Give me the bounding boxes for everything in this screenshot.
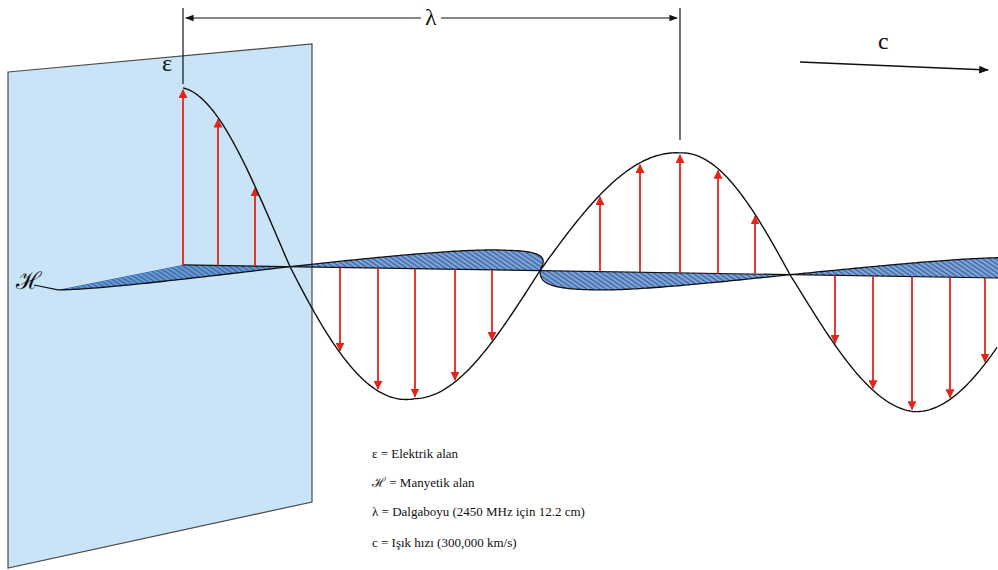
electric-vector: [217, 120, 219, 266]
magnetic-hatch: [503, 262, 543, 270]
magnetic-hatch: [598, 273, 683, 290]
electric-vector: [754, 216, 756, 274]
magnetic-hatch: [521, 266, 542, 270]
electric-vector: [339, 267, 341, 350]
velocity-arrow: [800, 62, 988, 70]
legend-line: c = Işık hızı (300,000 km/s): [372, 536, 517, 551]
electric-vector: [254, 188, 256, 266]
wavefront-plane: [8, 44, 312, 568]
electric-vector: [182, 90, 184, 265]
magnetic-hatch: [515, 265, 543, 271]
electric-vector: [414, 269, 416, 397]
magnetic-field-wave: [34, 250, 998, 290]
electric-field-wave: [183, 88, 997, 412]
electric-vector: [679, 155, 681, 273]
magnetic-hatch: [983, 265, 998, 278]
electric-vector: [949, 277, 951, 397]
magnetic-hatch: [666, 274, 731, 287]
magnetic-hatch: [485, 258, 542, 269]
lambda-tick: [182, 8, 183, 84]
electric-vector: [639, 165, 641, 272]
magnetic-hatch: [77, 265, 197, 289]
magnetic-symbol: ℋ: [16, 268, 41, 296]
electric-vector: [911, 277, 913, 410]
electric-vector: [377, 268, 379, 389]
legend-line: λ = Dalgaboyu (2450 MHz için 12.2 cm): [372, 505, 585, 520]
magnetic-hatch: [509, 263, 543, 270]
electric-curve: [183, 88, 997, 412]
electric-vector: [834, 275, 836, 343]
electric-vector: [491, 270, 493, 340]
magnetic-hatch: [605, 273, 689, 290]
magnetic-curve: [58, 250, 998, 290]
magnetic-hatch: [497, 261, 543, 270]
electric-vector: [717, 171, 719, 274]
wavelength-symbol: λ: [421, 4, 441, 32]
lambda-tick: [679, 8, 680, 140]
speed-symbol: c: [878, 28, 889, 56]
magnetic-hatch: [120, 266, 221, 286]
electric-vector: [872, 276, 874, 388]
legend-line: ε = Elektrik alan: [372, 447, 458, 462]
electric-vector: [454, 269, 456, 380]
propagation-axis: [183, 265, 998, 278]
electric-vector: [984, 278, 986, 362]
magnetic-hatch: [491, 260, 543, 270]
magnetic-hatch: [995, 268, 998, 278]
magnetic-hatch: [977, 264, 998, 278]
legend-line: ℋ = Manyetik alan: [372, 476, 475, 491]
electric-vector: [599, 197, 601, 272]
electric-symbol: ε: [162, 50, 172, 78]
magnetic-hatch: [989, 266, 998, 277]
